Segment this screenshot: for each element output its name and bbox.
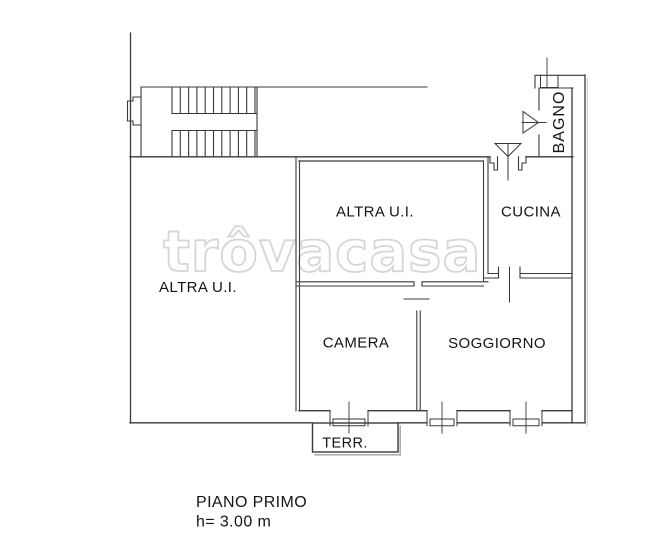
wall-kitchen-bottom (482, 266, 573, 279)
room-label-altra-ui-left: ALTRA U.I. (159, 279, 237, 296)
stair-treads-upper (171, 86, 256, 115)
door-symbols (403, 110, 547, 303)
terrace (311, 77, 588, 456)
room-label-altra-ui-middle: ALTRA U.I. (336, 204, 414, 221)
right-wall (571, 74, 586, 424)
wall-kitchen-left (482, 156, 489, 283)
window-axis-ticks (348, 57, 548, 434)
kitchen-door-icon (493, 143, 523, 181)
caption-floor: PIANO PRIMO (196, 494, 307, 511)
stair-enclosure (140, 86, 428, 158)
room-label-cucina: CUCINA (501, 204, 561, 221)
kitchen-door-jambs (489, 156, 527, 171)
exterior-walls (129, 32, 586, 424)
room-label-terrace: TERR. (322, 436, 368, 452)
bottom-wall-right (298, 410, 586, 424)
room-label-bagno: BAGNO (551, 91, 568, 154)
top-wall (129, 156, 574, 162)
room-label-soggiorno: SOGGIORNO (448, 335, 546, 352)
wall-middle-bottom (295, 281, 489, 287)
room-label-camera: CAMERA (323, 335, 390, 352)
wall-camera-soggiorno (416, 310, 421, 412)
bagno-door-icon (521, 110, 547, 134)
interior-walls (295, 74, 586, 412)
terrace-shadow (314, 425, 401, 456)
watermark-logo: trôvacasa (162, 219, 482, 286)
window-bagno (540, 74, 559, 88)
staircase (126, 86, 428, 158)
terrace-outline (311, 422, 399, 453)
wall-left-unit-divider (295, 157, 301, 412)
window-symbols (329, 57, 559, 434)
caption-height: h= 3.00 m (196, 514, 271, 531)
stairwell-door-jamb (126, 96, 142, 126)
stair-treads-lower (171, 129, 256, 158)
